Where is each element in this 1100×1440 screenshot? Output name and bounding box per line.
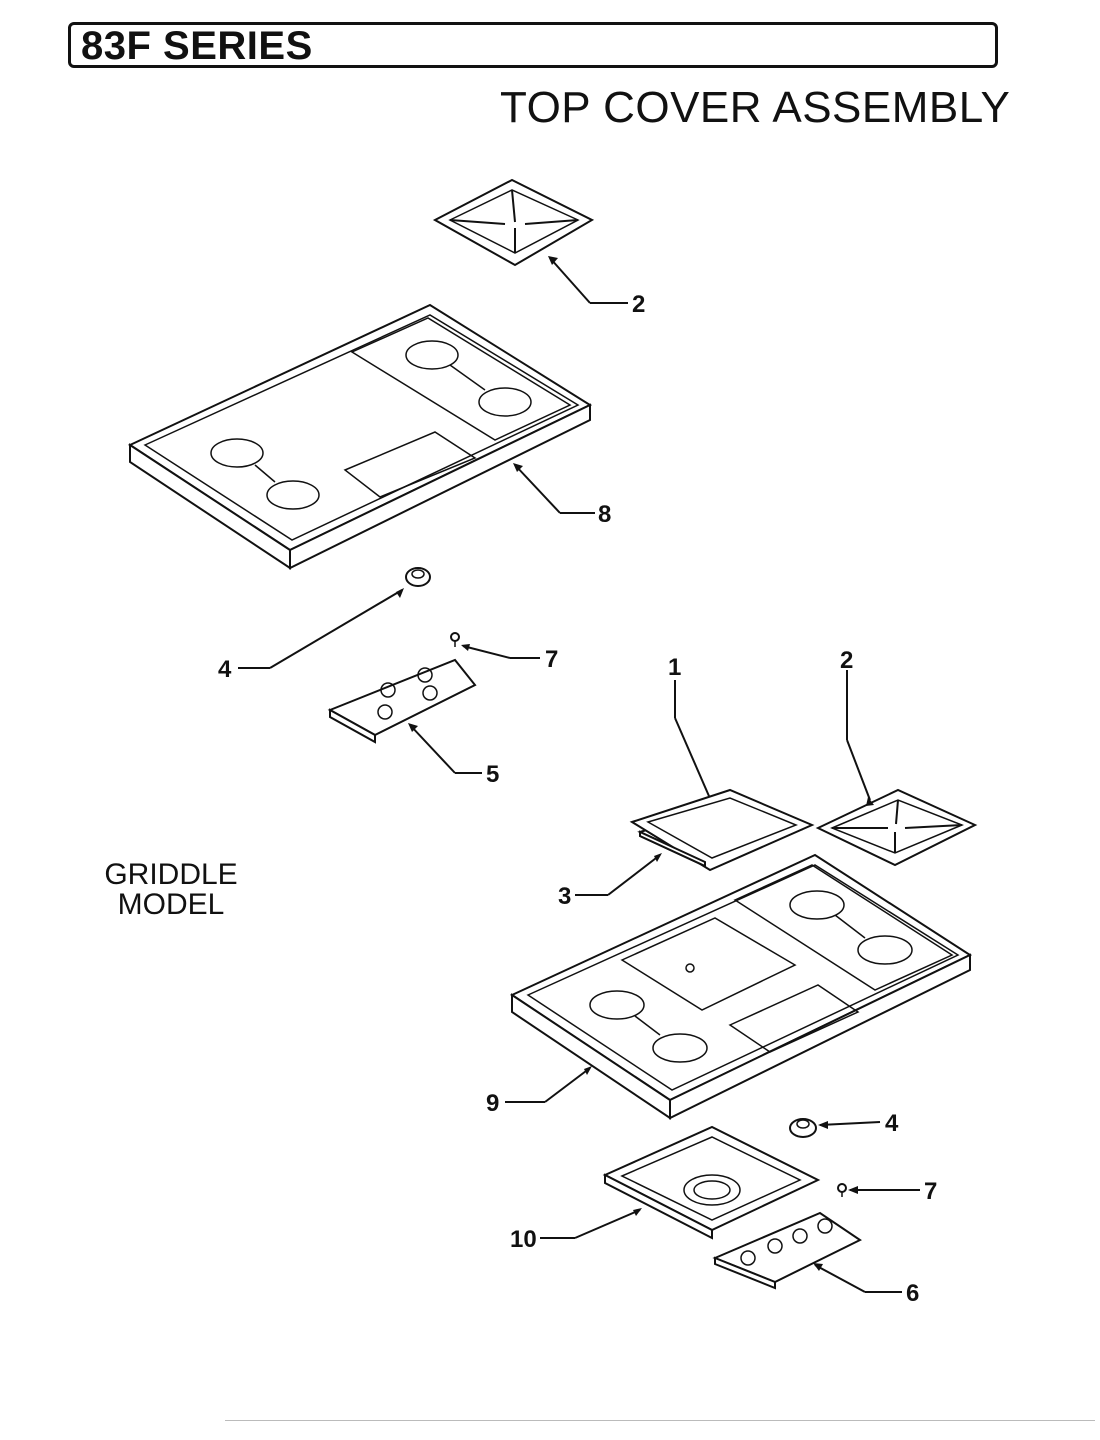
callout-label: 2 — [840, 647, 853, 674]
callout-6: 6 — [813, 1263, 919, 1307]
callout-3: 3 — [558, 853, 662, 910]
page-title: TOP COVER ASSEMBLY — [500, 83, 1011, 132]
callout-1: 1 — [668, 654, 716, 810]
burner-box-part-10 — [602, 1125, 821, 1240]
callout-4-right: 4 — [818, 1110, 899, 1137]
callout-label: 10 — [510, 1226, 537, 1253]
model-label-line2: MODEL — [117, 888, 225, 921]
callout-label: 8 — [598, 501, 611, 528]
callout-label: 7 — [924, 1178, 937, 1205]
griddle-model-label: GRIDDLE MODEL — [96, 860, 246, 920]
grate-part-top — [432, 178, 595, 267]
callout-7-right: 7 — [848, 1178, 937, 1205]
knob-part-4-right — [789, 1118, 817, 1138]
screw-part-7-right — [837, 1183, 847, 1197]
callout-8: 8 — [513, 463, 611, 528]
callout-label: 3 — [558, 883, 571, 910]
callout-5: 5 — [408, 723, 499, 788]
callout-7-left: 7 — [461, 644, 558, 673]
callout-2-top: 2 — [548, 256, 645, 318]
series-header-box: 83F SERIES — [68, 22, 998, 68]
model-label-line1: GRIDDLE — [104, 858, 238, 891]
top-cover-part-9 — [509, 853, 973, 1120]
callout-10: 10 — [510, 1208, 642, 1253]
knob-part-4-left — [405, 567, 431, 587]
scan-artifact-line — [225, 1420, 1095, 1421]
callout-4-left: 4 — [218, 588, 404, 683]
plate-part-6 — [712, 1211, 862, 1290]
callout-9: 9 — [486, 1066, 592, 1117]
callout-label: 5 — [486, 761, 499, 788]
top-cover-part-8 — [127, 303, 593, 570]
frame-part-3 — [629, 788, 815, 872]
callout-label: 2 — [632, 291, 645, 318]
callout-label: 4 — [218, 656, 232, 683]
callout-label: 9 — [486, 1090, 499, 1117]
screw-part-7-left — [450, 632, 460, 647]
callout-label: 7 — [545, 646, 558, 673]
plate-part-5 — [327, 658, 477, 744]
grate-part-2-right — [815, 788, 978, 867]
series-title: 83F SERIES — [81, 24, 313, 68]
callout-label: 1 — [668, 654, 681, 681]
callout-label: 6 — [906, 1280, 919, 1307]
callout-2-right: 2 — [840, 647, 874, 806]
callout-label: 4 — [885, 1110, 899, 1137]
